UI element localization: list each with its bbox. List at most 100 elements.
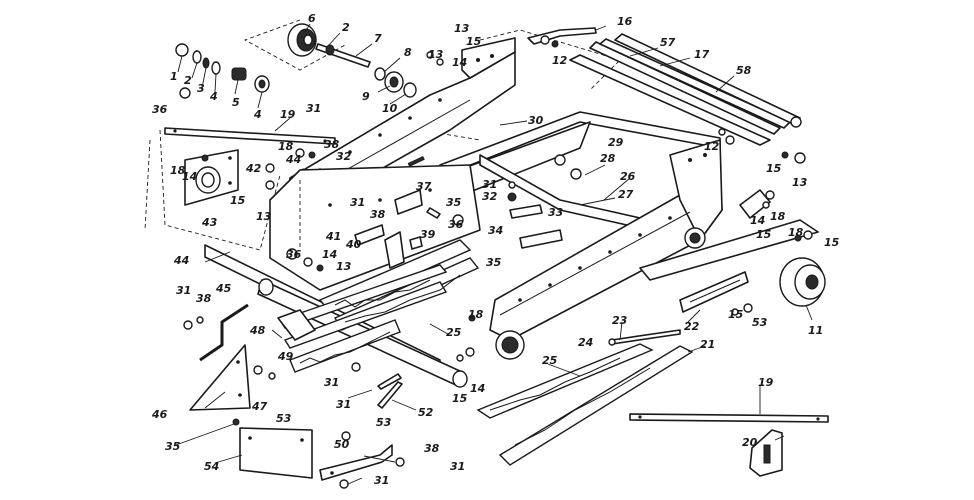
part-number-label: 38 xyxy=(424,442,440,455)
part-number-label: 57 xyxy=(660,36,676,49)
part-number-label: 24 xyxy=(578,336,593,349)
side-plate-26 xyxy=(489,139,723,360)
part-number-label: 26 xyxy=(620,170,636,183)
roller-18 xyxy=(639,189,819,281)
drive-shaft-hardware xyxy=(175,23,417,99)
part-number-label: 15 xyxy=(452,392,468,405)
part-number-label: 31 xyxy=(350,196,365,209)
part-number-label: 25 xyxy=(446,326,462,339)
part-number-label: 43 xyxy=(201,216,218,229)
part-number-label: 25 xyxy=(542,354,558,367)
part-number-label: 31 xyxy=(374,474,389,487)
part-number-label: 28 xyxy=(600,152,616,165)
block-48 xyxy=(277,309,316,341)
part-number-label: 36 xyxy=(286,248,302,261)
part-number-label: 41 xyxy=(325,230,341,243)
part-number-label: 38 xyxy=(196,292,212,305)
part-number-label: 6 xyxy=(308,12,316,25)
part-number-label: 42 xyxy=(245,162,262,175)
part-number-label: 50 xyxy=(334,438,350,451)
part-number-label: 54 xyxy=(204,460,219,473)
bar-49 xyxy=(289,319,401,373)
part-number-label: 23 xyxy=(612,314,628,327)
part-number-label: 3 xyxy=(197,82,205,95)
part-number-label: 14 xyxy=(470,382,485,395)
part-number-label: 18 xyxy=(170,164,186,177)
part-number-label: 48 xyxy=(249,324,266,337)
part-number-label: 15 xyxy=(766,162,782,175)
part-number-label: 15 xyxy=(728,308,744,321)
bracket-22 xyxy=(679,271,749,313)
fasteners xyxy=(183,51,813,489)
bar-19-lower xyxy=(629,413,829,423)
part-number-label: 15 xyxy=(756,228,772,241)
part-number-label: 18 xyxy=(278,140,294,153)
part-number-label: 1 xyxy=(170,70,178,83)
part-number-label: 14 xyxy=(452,56,467,69)
part-number-label: 15 xyxy=(824,236,840,249)
leader-lines xyxy=(175,23,813,485)
part-number-label: 12 xyxy=(704,140,720,153)
part-number-label: 12 xyxy=(552,54,568,67)
bracket-20 xyxy=(749,429,783,477)
part-number-label: 49 xyxy=(277,350,294,363)
part-number-label: 27 xyxy=(618,188,634,201)
part-number-label: 33 xyxy=(548,206,564,219)
part-number-label: 13 xyxy=(336,260,352,273)
part-number-label: 35 xyxy=(486,256,502,269)
bracket-43 xyxy=(184,149,239,206)
part-number-label: 53 xyxy=(752,316,768,329)
part-number-label: 19 xyxy=(758,376,774,389)
part-number-label: 45 xyxy=(215,282,232,295)
part-number-label: 10 xyxy=(382,102,398,115)
part-number-label: 13 xyxy=(792,176,808,189)
part-number-label: 2 xyxy=(184,74,192,87)
part-number-label: 35 xyxy=(446,196,462,209)
part-number-label: 13 xyxy=(428,48,444,61)
part-number-label: 30 xyxy=(528,114,544,127)
part-number-label: 31 xyxy=(450,460,465,473)
part-number-label: 35 xyxy=(165,440,181,453)
part-number-label: 32 xyxy=(482,190,498,203)
part-number-label: 18 xyxy=(770,210,786,223)
part-number-label: 19 xyxy=(280,108,296,121)
part-number-label: 7 xyxy=(374,32,382,45)
part-number-label: 44 xyxy=(173,254,189,267)
part-number-label: 44 xyxy=(285,153,301,166)
part-number-label: 32 xyxy=(336,150,352,163)
part-number-label: 38 xyxy=(370,208,386,221)
bolt-23 xyxy=(608,329,681,346)
part-number-label: 17 xyxy=(694,48,710,61)
part-number-label: 21 xyxy=(700,338,715,351)
part-number-label: 15 xyxy=(230,194,246,207)
part-number-label: 9 xyxy=(362,90,370,103)
part-number-label: 8 xyxy=(404,46,412,59)
part-number-label: 13 xyxy=(256,210,272,223)
part-number-label: 52 xyxy=(418,406,434,419)
small-brackets xyxy=(354,189,563,269)
part-number-label: 31 xyxy=(336,398,351,411)
crank-45 xyxy=(199,303,249,362)
bracket-16 xyxy=(527,27,597,48)
part-number-label: 31 xyxy=(176,284,191,297)
part-number-label: 14 xyxy=(322,248,337,261)
planks-25-right xyxy=(476,343,694,466)
part-number-label: 18 xyxy=(788,226,804,239)
part-number-label: 4 xyxy=(253,108,262,121)
part-number-label: 34 xyxy=(488,224,503,237)
part-number-label: 38 xyxy=(324,138,340,151)
part-number-label: 5 xyxy=(232,96,240,109)
part-number-label: 58 xyxy=(736,64,752,77)
plate-46 xyxy=(189,344,251,411)
part-number-label: 13 xyxy=(454,22,470,35)
part-number-label: 2 xyxy=(342,21,350,34)
bracket-50 xyxy=(319,444,393,481)
part-number-label: 31 xyxy=(482,178,497,191)
part-number-label: 18 xyxy=(468,308,484,321)
part-number-label: 36 xyxy=(152,103,168,116)
bar-19-upper xyxy=(164,127,336,145)
part-number-label: 11 xyxy=(808,324,823,337)
part-number-label: 4 xyxy=(209,90,218,103)
part-number-label: 39 xyxy=(420,228,436,241)
